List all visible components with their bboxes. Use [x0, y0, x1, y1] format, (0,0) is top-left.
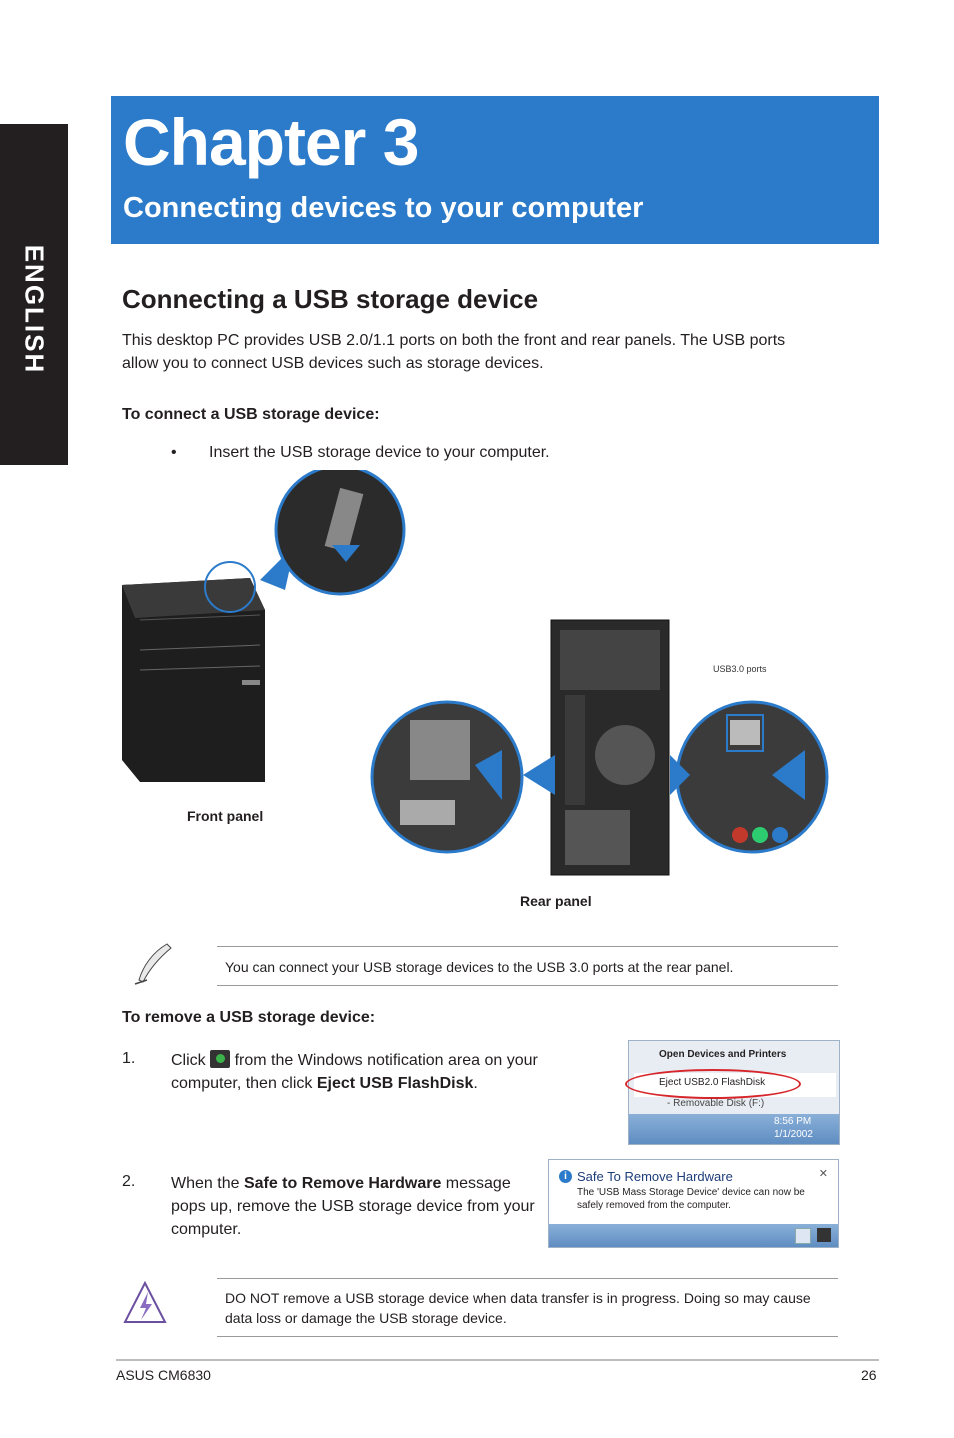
- step2-when: When the: [171, 1175, 240, 1192]
- warning-text: DO NOT remove a USB storage device when …: [225, 1290, 811, 1326]
- rear-right-pointer: [670, 755, 690, 795]
- close-icon[interactable]: ✕: [818, 1168, 828, 1180]
- step1-number: 1.: [122, 1050, 136, 1067]
- menu-item-removable-disk[interactable]: - Removable Disk (F:): [667, 1098, 765, 1109]
- info-icon: i: [559, 1170, 572, 1183]
- step2-number: 2.: [122, 1173, 136, 1190]
- taskbar-tray: 8:56 PM 1/1/2002: [629, 1114, 839, 1144]
- bullet-marker: •: [171, 444, 177, 461]
- front-tower-illustration: [122, 578, 265, 782]
- rear-panel-caption: Rear panel: [520, 893, 592, 909]
- step1-end: .: [473, 1075, 478, 1092]
- language-label: ENGLISH: [19, 244, 50, 375]
- note-text: You can connect your USB storage devices…: [225, 959, 734, 975]
- warning-top-rule: [217, 1278, 838, 1279]
- balloon-taskbar: [549, 1224, 838, 1247]
- step1-text: Click from the Windows notification area…: [171, 1049, 581, 1095]
- tray-date: 1/1/2002: [774, 1129, 813, 1140]
- step2-rest: message pops up, remove the USB storage …: [171, 1175, 535, 1238]
- chapter-subtitle: Connecting devices to your computer: [123, 192, 644, 224]
- rear-left-closeup: [370, 700, 524, 854]
- tray-time: 8:56 PM: [774, 1116, 812, 1127]
- rear-right-closeup: [675, 700, 829, 854]
- step1-bold: Eject USB FlashDisk: [316, 1075, 474, 1092]
- note-bottom-rule: [217, 985, 838, 986]
- usb-connection-figure: [122, 470, 829, 876]
- step2-bold: Safe to Remove Hardware: [243, 1175, 442, 1192]
- menu-item-open-devices[interactable]: Open Devices and Printers: [659, 1049, 787, 1060]
- connect-heading: To connect a USB storage device:: [122, 406, 380, 423]
- front-panel-caption: Front panel: [187, 808, 264, 824]
- step2-text: When the Safe to Remove Hardware message…: [171, 1172, 543, 1241]
- note-pen-icon: [134, 943, 172, 985]
- step1-click: Click: [171, 1052, 206, 1069]
- remove-heading: To remove a USB storage device:: [122, 1009, 376, 1026]
- language-tab: ENGLISH: [0, 124, 68, 465]
- footer-model: ASUS CM6830: [116, 1367, 211, 1383]
- tray-expand-icon[interactable]: [795, 1228, 811, 1244]
- balloon-message: The 'USB Mass Storage Device' device can…: [577, 1187, 805, 1211]
- chapter-title: Chapter 3: [123, 105, 419, 179]
- tray-menu-screenshot: Open Devices and Printers Eject USB2.0 F…: [625, 1040, 840, 1145]
- warning-icon: [123, 1280, 167, 1323]
- section-title: Connecting a USB storage device: [122, 284, 539, 314]
- front-usb-closeup: [274, 470, 406, 596]
- connect-step: Insert the USB storage device to your co…: [209, 444, 550, 461]
- rear-tower-illustration: [550, 619, 670, 876]
- eject-highlight-ellipse: [625, 1069, 801, 1099]
- warning-bottom-rule: [217, 1336, 838, 1337]
- footer-rule: [116, 1359, 879, 1361]
- step1-mid: from the Windows notification area on yo…: [171, 1052, 538, 1092]
- note-top-rule: [217, 946, 838, 947]
- balloon-title: Safe To Remove Hardware: [577, 1169, 733, 1184]
- safely-remove-tray-icon[interactable]: [817, 1228, 831, 1242]
- safe-remove-balloon: i Safe To Remove Hardware ✕ The 'USB Mas…: [548, 1159, 839, 1248]
- intro-paragraph: This desktop PC provides USB 2.0/1.1 por…: [122, 332, 786, 372]
- safely-remove-icon: [210, 1050, 231, 1068]
- front-zoom-marker: [204, 561, 256, 613]
- chapter-banner: Chapter 3 Connecting devices to your com…: [111, 96, 879, 244]
- rear-left-pointer: [523, 755, 555, 795]
- usb3-label: USB3.0 ports: [713, 664, 767, 674]
- footer-page-number: 26: [861, 1367, 877, 1383]
